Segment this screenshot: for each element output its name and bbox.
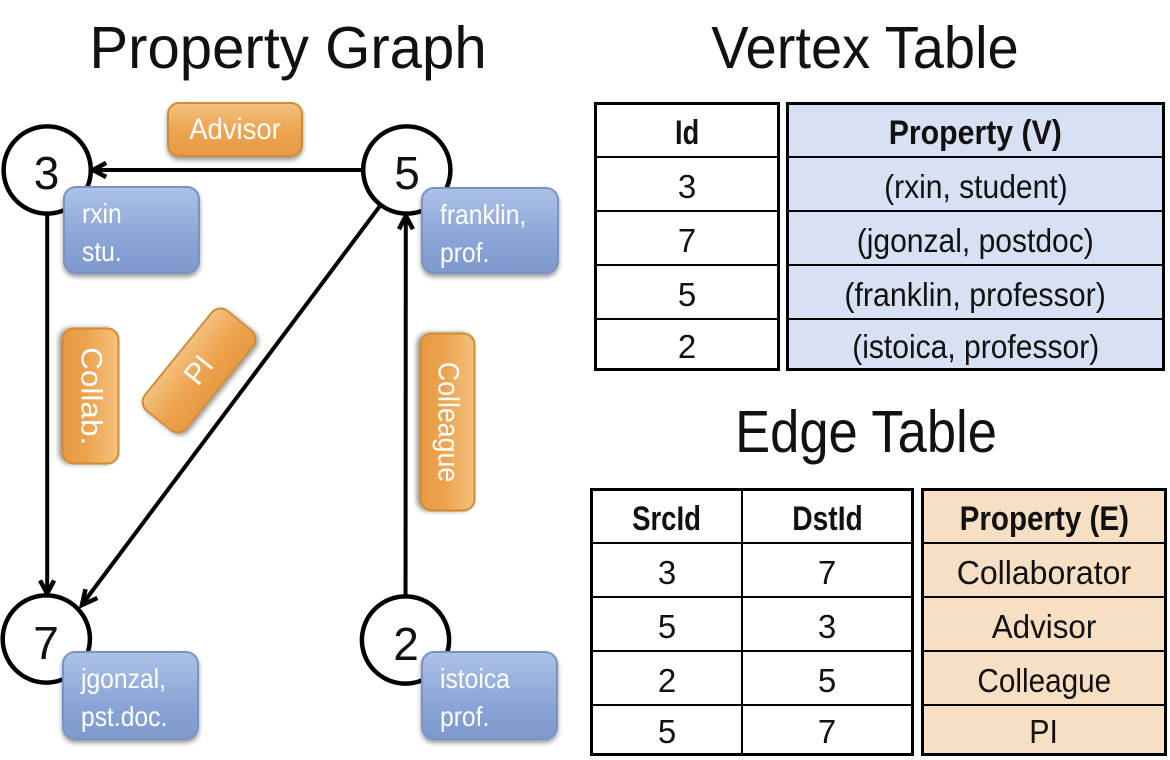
svg-text:3: 3	[34, 147, 60, 199]
svg-text:7: 7	[33, 617, 59, 669]
svg-text:2: 2	[393, 618, 419, 670]
svg-text:5: 5	[394, 147, 420, 199]
